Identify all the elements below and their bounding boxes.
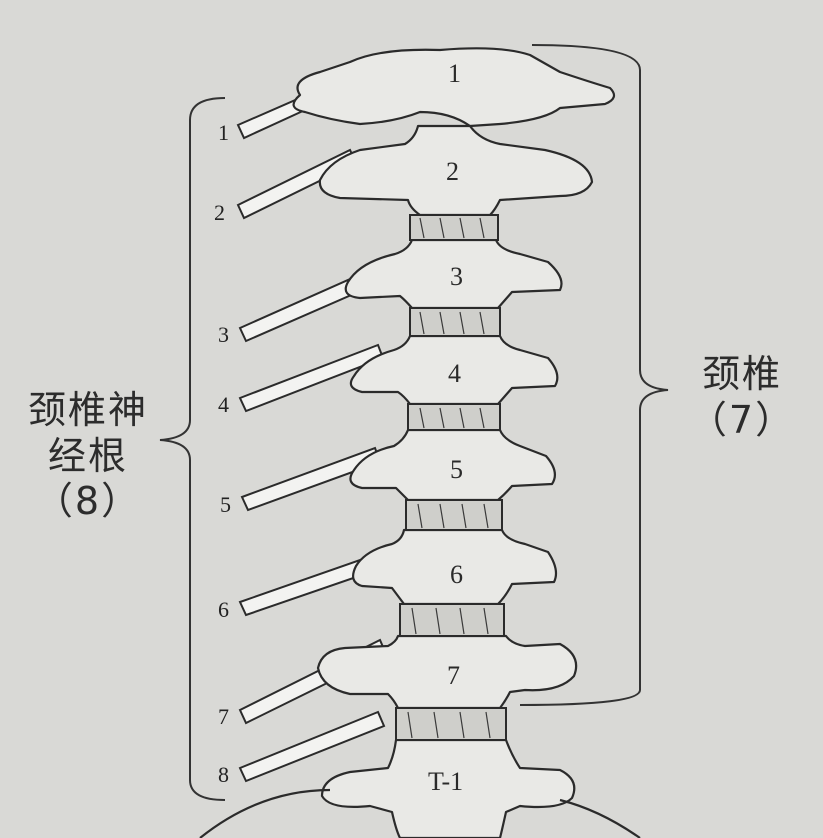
nerve-label-4: 4 bbox=[218, 392, 229, 417]
vertebra-label-c1: 1 bbox=[448, 59, 461, 88]
vertebra-label-c3: 3 bbox=[450, 262, 463, 291]
vertebrae-brace bbox=[519, 44, 669, 706]
vertebra-label-c6: 6 bbox=[450, 560, 463, 589]
nerve-label-5: 5 bbox=[220, 492, 231, 517]
vertebrae-label: 颈椎 （7） bbox=[672, 352, 812, 443]
vertebra-c3 bbox=[344, 238, 563, 310]
nerve-root-6 bbox=[238, 558, 367, 617]
nerve-roots-label: 颈椎神 经根 （8） bbox=[8, 388, 168, 525]
disc-c4-c5 bbox=[407, 403, 501, 431]
nerve-label-3: 3 bbox=[218, 322, 229, 347]
nerve-roots-label-count: （8） bbox=[34, 479, 142, 524]
vertebra-labels: 1 2 3 4 5 6 7 T-1 bbox=[428, 59, 463, 796]
first-rib-right bbox=[559, 798, 641, 838]
vertebra-label-c7: 7 bbox=[447, 661, 460, 690]
vertebra-t1 bbox=[320, 738, 576, 838]
nerve-roots bbox=[236, 96, 388, 783]
nerve-label-2: 2 bbox=[214, 200, 225, 225]
nerve-label-1: 1 bbox=[218, 120, 229, 145]
vertebra-c4 bbox=[349, 334, 559, 406]
nerve-label-6: 6 bbox=[218, 597, 229, 622]
vertebra-c5 bbox=[349, 428, 557, 502]
first-rib bbox=[199, 788, 331, 838]
nerve-roots-brace bbox=[159, 97, 226, 801]
nerve-label-7: 7 bbox=[218, 704, 229, 729]
vertebra-c6 bbox=[351, 528, 558, 606]
vertebral-column bbox=[199, 47, 641, 838]
nerve-roots-label-line2: 经根 bbox=[47, 433, 128, 478]
nerve-label-8: 8 bbox=[218, 762, 229, 787]
disc-c3-c4 bbox=[409, 307, 501, 337]
disc-hatching bbox=[407, 217, 491, 739]
disc-c6-c7 bbox=[399, 603, 505, 637]
nerve-labels: 1 2 3 4 5 6 7 8 bbox=[214, 120, 231, 787]
vertebra-label-t1: T-1 bbox=[428, 767, 463, 796]
nerve-root-8 bbox=[238, 710, 386, 783]
vertebra-label-c2: 2 bbox=[446, 157, 459, 186]
vertebra-label-c5: 5 bbox=[450, 455, 463, 484]
nerve-roots-label-line1: 颈椎神 bbox=[27, 388, 148, 432]
vertebra-c1 bbox=[292, 47, 616, 128]
vertebrae-label-line1: 颈椎 bbox=[701, 352, 782, 396]
vertebra-label-c4: 4 bbox=[448, 359, 461, 388]
vertebrae-label-count: （7） bbox=[688, 397, 796, 442]
